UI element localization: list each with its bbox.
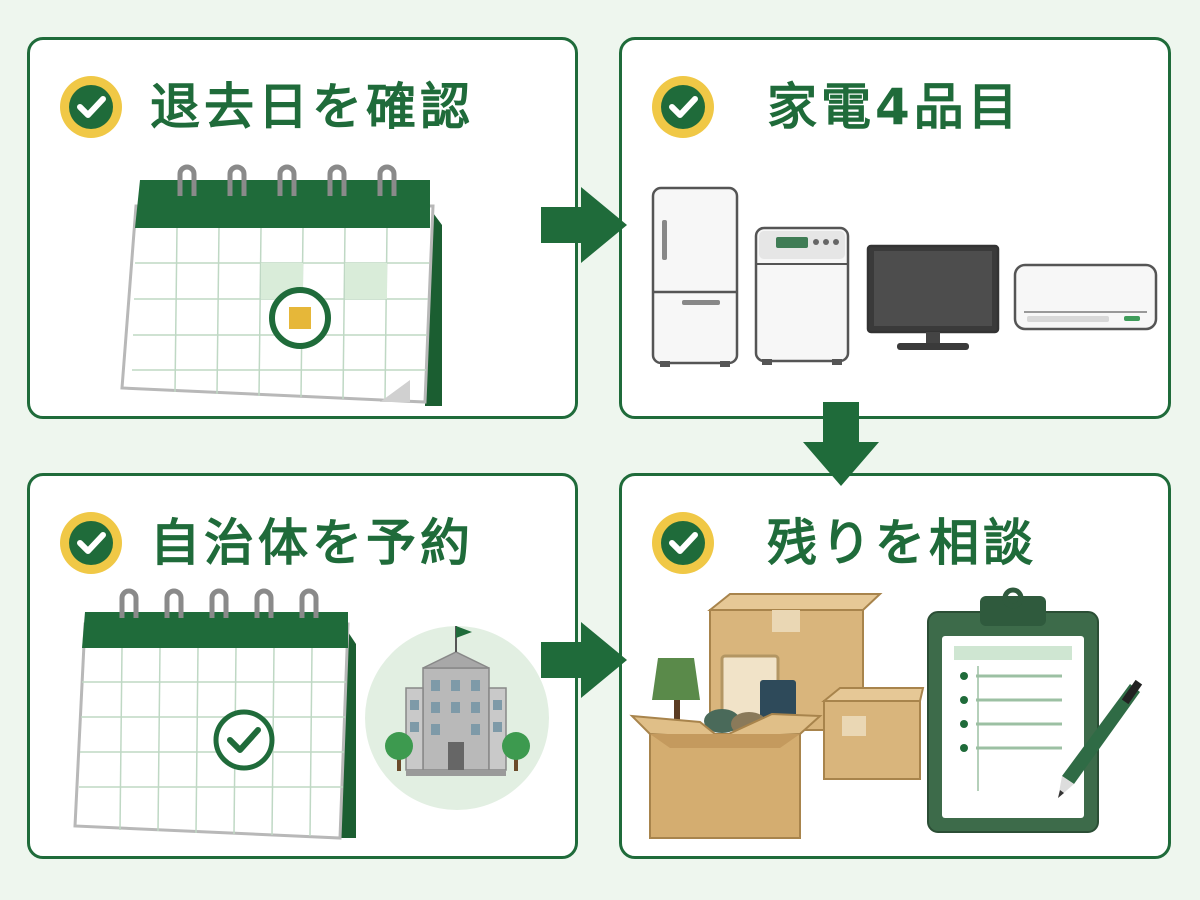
pen-icon (1058, 679, 1143, 798)
step-title: 残りを相談 (767, 514, 1037, 572)
step-panel-four-appliances: 家電4品目 (619, 37, 1171, 419)
checkmark-badge-icon (652, 512, 714, 574)
municipal-office-icon (73, 588, 549, 840)
step-title: 家電4品目 (767, 78, 1022, 136)
refrigerator-icon (651, 186, 739, 367)
arrow-right-icon (541, 187, 627, 263)
appliances-icon (651, 186, 1158, 367)
step-panel-book-municipality: 自治体を予約 (27, 473, 578, 859)
air-conditioner-icon (1013, 263, 1158, 331)
calendar-icon (120, 164, 442, 406)
cardboard-box-icon (821, 687, 925, 780)
checkmark-badge-icon (60, 76, 122, 138)
clipboard-icon (927, 587, 1099, 833)
step-panel-consult-remaining: 残りを相談 (619, 473, 1171, 859)
city-hall-icon (365, 626, 549, 810)
arrow-right-icon (541, 622, 627, 698)
washing-machine-icon (754, 226, 850, 365)
checkmark-badge-icon (652, 76, 714, 138)
calendar-check-icon (73, 588, 356, 840)
arrow-down-icon (803, 402, 879, 486)
tree-icon (385, 732, 530, 771)
step-title: 自治体を予約 (150, 514, 474, 572)
step-panel-confirm-moveout: 退去日を確認 (27, 37, 578, 419)
open-cardboard-box-icon (629, 712, 823, 839)
checkmark-badge-icon (60, 512, 122, 574)
television-icon (866, 244, 1000, 350)
step-title: 退去日を確認 (150, 78, 474, 136)
boxes-clipboard-icon (629, 587, 1143, 839)
